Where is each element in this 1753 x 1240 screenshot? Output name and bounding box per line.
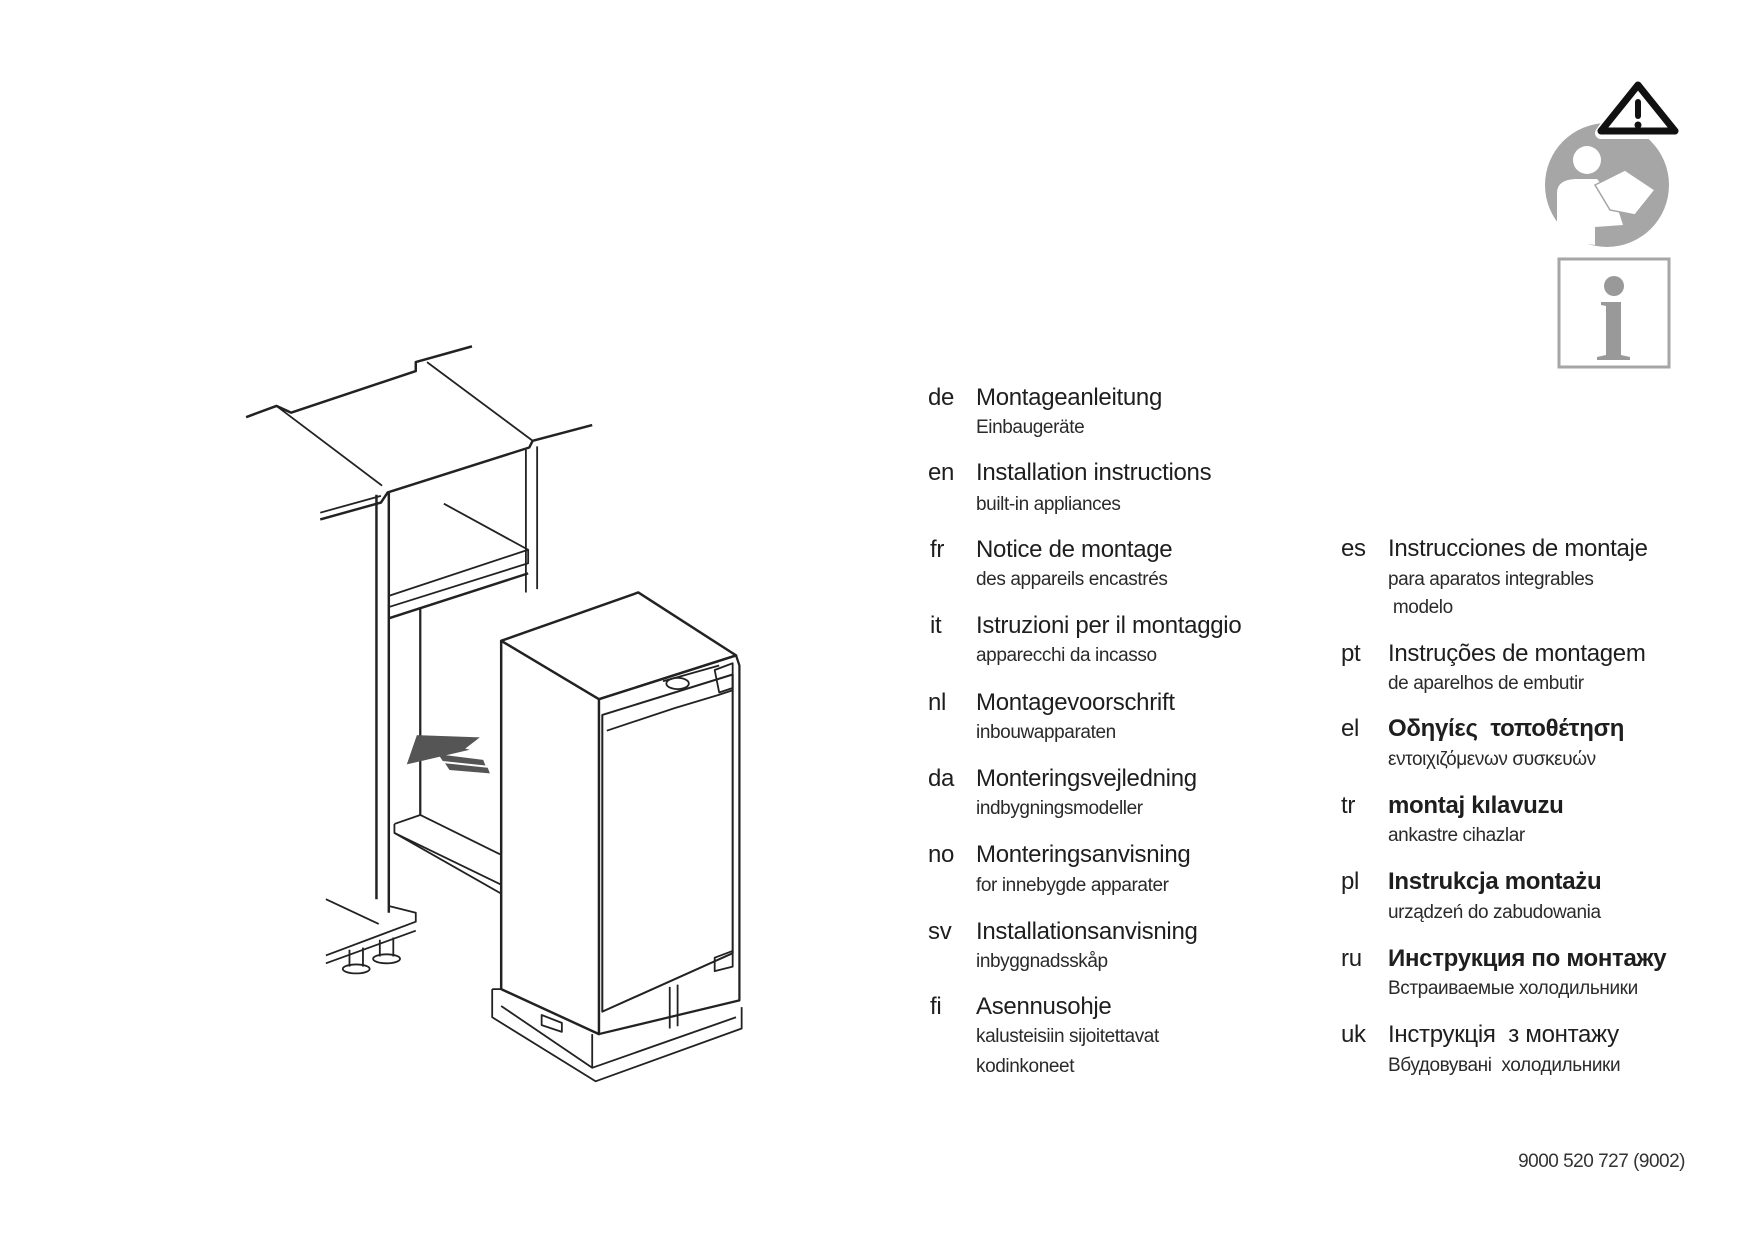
- entry-subtitle: apparecchi da incasso: [976, 645, 1157, 666]
- entry-subtitle: modelo: [1388, 597, 1453, 618]
- warning-icon: [1595, 77, 1681, 139]
- entry-title: Notice de montage: [976, 536, 1173, 563]
- entry-subtitle: Встраиваемые холодильники: [1388, 978, 1638, 999]
- document-number: 9000 520 727 (9002): [1518, 1151, 1685, 1172]
- entry-title: Istruzioni per il montaggio: [976, 612, 1242, 639]
- entry-subtitle: kalusteisiin sijoitettavat: [976, 1026, 1159, 1047]
- lang-code: uk: [1341, 1021, 1366, 1048]
- entry-subtitle: urządzeń do zabudowania: [1388, 902, 1601, 923]
- entry-subtitle: ankastre cihazlar: [1388, 825, 1525, 846]
- entry-title: Instruções de montagem: [1388, 640, 1646, 667]
- lang-code: fi: [930, 993, 942, 1020]
- lang-code: es: [1341, 535, 1366, 562]
- read-manual-icon: [1545, 123, 1669, 247]
- entry-title: Інструкція з монтажу: [1388, 1021, 1619, 1048]
- lang-code: sv: [928, 918, 952, 945]
- entry-title: Οδηγίες τοποθέτηση: [1388, 715, 1625, 742]
- entry-subtitle: para aparatos integrables: [1388, 569, 1594, 590]
- entry-title: Montageanleitung: [976, 384, 1163, 411]
- entry-subtitle: inbouwapparaten: [976, 722, 1116, 743]
- lang-code: de: [928, 384, 955, 411]
- entry-subtitle: des appareils encastrés: [976, 569, 1168, 590]
- entry-subtitle: inbyggnadsskåp: [976, 951, 1108, 972]
- lang-code: it: [930, 612, 942, 639]
- entry-subtitle: de aparelhos de embutir: [1388, 673, 1584, 694]
- lang-code: nl: [928, 689, 947, 716]
- lang-code: el: [1341, 715, 1360, 742]
- entry-subtitle: εντοιχιζόμενων συσκευών: [1388, 749, 1596, 770]
- entry-title: Monteringsanvisning: [976, 841, 1191, 868]
- lang-code: en: [928, 459, 955, 486]
- entry-title: Asennusohje: [976, 993, 1112, 1020]
- lang-code: pt: [1341, 640, 1361, 667]
- push-arrow-icon: [406, 735, 490, 774]
- lang-code: ru: [1341, 945, 1362, 972]
- safety-icons: [1545, 77, 1681, 369]
- entry-subtitle: Einbaugeräte: [976, 417, 1085, 438]
- lang-code: da: [928, 765, 955, 792]
- lang-code: tr: [1341, 792, 1356, 819]
- entry-subtitle: Вбудовувані холодильники: [1388, 1055, 1621, 1076]
- lang-code: fr: [930, 536, 945, 563]
- info-icon: [1557, 257, 1671, 369]
- lang-code: pl: [1341, 868, 1360, 895]
- entry-subtitle: for innebygde apparater: [976, 875, 1169, 896]
- entry-subtitle: indbygningsmodeller: [976, 798, 1143, 819]
- entry-title: Instrucciones de montaje: [1388, 535, 1648, 562]
- entry-title: Installationsanvisning: [976, 918, 1198, 945]
- entry-title: montaj kılavuzu: [1388, 792, 1564, 819]
- entry-subtitle: kodinkoneet: [976, 1056, 1075, 1077]
- entry-title: Instrukcja montażu: [1388, 868, 1602, 895]
- entry-title: Monteringsvejledning: [976, 765, 1197, 792]
- entry-title: Инструкция по монтажу: [1388, 945, 1667, 972]
- entry-title: Montagevoorschrift: [976, 689, 1175, 716]
- entry-title: Installation instructions: [976, 459, 1212, 486]
- lang-code: no: [928, 841, 955, 868]
- entry-subtitle: built-in appliances: [976, 494, 1121, 515]
